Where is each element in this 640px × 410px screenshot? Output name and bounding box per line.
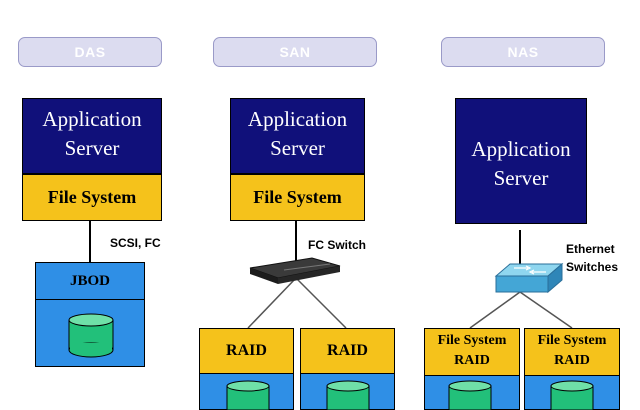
nas-application-server: Application Server (455, 98, 587, 224)
nas-filer-right-label: File System RAID (525, 329, 619, 376)
nas-right-line2: RAID (554, 353, 590, 368)
san-right-link (295, 277, 347, 329)
das-file-system: File System (22, 174, 162, 221)
das-app-line2: Server (64, 136, 120, 160)
san-raid-left-label: RAID (200, 329, 293, 374)
jbod-label: JBOD (36, 263, 144, 300)
nas-right-line1: File System (537, 333, 607, 348)
nas-left-disk-icon (448, 380, 492, 410)
nas-connection-label: Ethernet Switches (566, 240, 618, 276)
san-left-link (247, 277, 297, 329)
san-app-line2: Server (270, 136, 325, 160)
fc-switch-icon (249, 257, 341, 284)
nas-filer-left-label: File System RAID (425, 329, 519, 376)
san-application-server: Application Server (230, 98, 365, 174)
san-right-disk-icon (326, 380, 370, 410)
san-file-system: File System (230, 174, 365, 221)
nas-right-link (519, 291, 573, 329)
san-connection-label: FC Switch (308, 238, 367, 252)
san-left-disk-icon (226, 380, 270, 410)
san-header: SAN (213, 37, 377, 67)
nas-left-line1: File System (437, 333, 507, 348)
nas-right-disk-icon (550, 380, 594, 410)
nas-app-line2: Server (493, 166, 549, 190)
das-connection-label: SCSI, FC (110, 236, 161, 250)
das-app-line1: Application (42, 107, 142, 131)
san-raid-right-label: RAID (301, 329, 394, 374)
das-application-server: Application Server (22, 98, 162, 174)
san-raid-left: RAID (199, 328, 294, 410)
san-app-line1: Application (247, 107, 348, 131)
das-disk-icon (68, 313, 114, 358)
nas-connection-line1: Ethernet (566, 242, 615, 256)
das-header: DAS (18, 37, 162, 67)
nas-header: NAS (441, 37, 605, 67)
nas-connection-line2: Switches (566, 260, 619, 274)
nas-left-link (469, 291, 521, 329)
ethernet-switch-icon (494, 262, 564, 294)
nas-app-line1: Application (471, 137, 571, 161)
nas-left-line2: RAID (454, 353, 490, 368)
san-raid-right: RAID (300, 328, 395, 410)
